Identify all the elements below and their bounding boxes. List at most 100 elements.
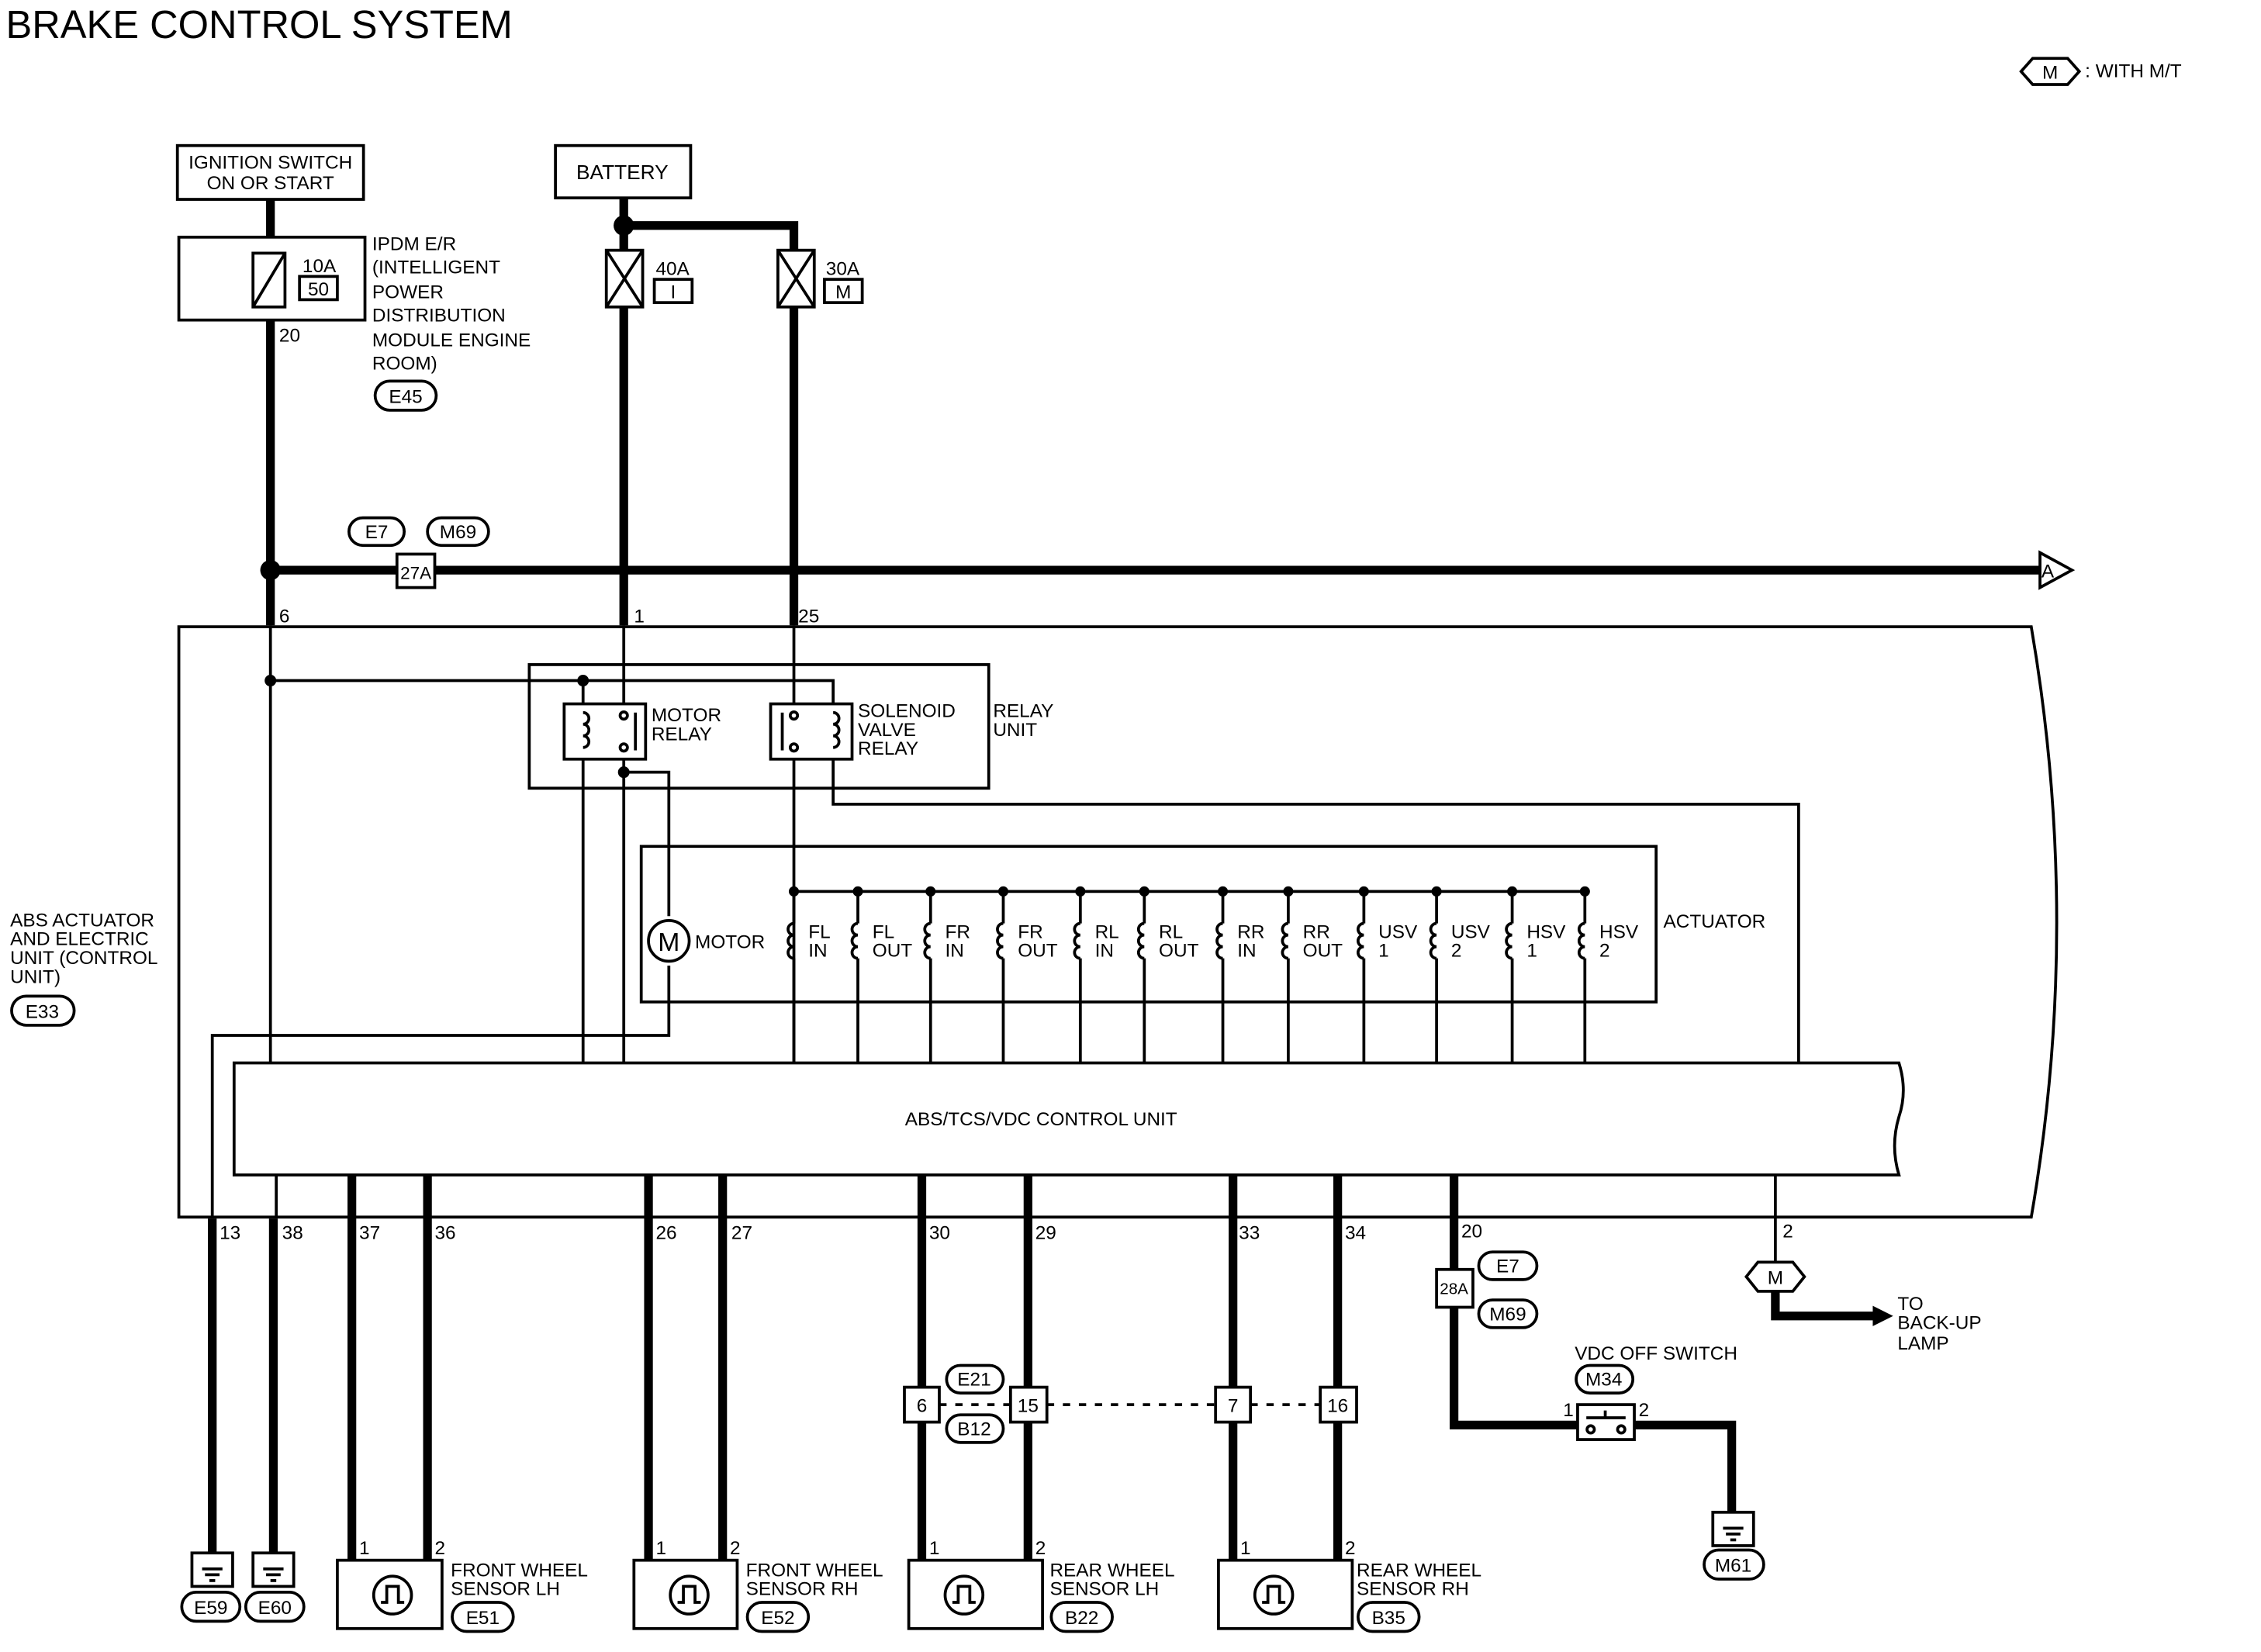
ipdm-connector: E45 [389, 386, 422, 407]
backup-wire [1771, 1291, 1876, 1321]
battery-bus-wire [619, 198, 799, 251]
valve-label-line1: RL [1095, 921, 1119, 942]
ground-m61-pill [1703, 1548, 1765, 1581]
ground-e59-label: E59 [194, 1598, 227, 1619]
sensor-name-2: SENSOR LH [451, 1579, 560, 1600]
sensor-name-2: SENSOR RH [1357, 1579, 1469, 1600]
vdc-switch-contact-2 [1616, 1424, 1627, 1435]
pulse-icon [952, 1585, 976, 1604]
legend-tag-shape [2019, 57, 2082, 86]
valve-coil-icon [787, 921, 794, 960]
valve-label-line2: 2 [1451, 941, 1462, 962]
ipdm-connector-pill [373, 379, 438, 412]
junction-conn1-pill [347, 516, 406, 548]
sensor-pin-2: 2 [435, 1538, 446, 1559]
backup-lamp-circuit: M TO BACK-UP LAMP [1744, 1174, 1982, 1354]
junction-pin-box [395, 552, 437, 589]
abs-desc-2: AND ELECTRIC [10, 929, 149, 950]
ground-m61: M61 [1703, 1510, 1765, 1581]
valve-label-line2: OUT [1159, 941, 1199, 962]
abs-top-pin-1: 1 [634, 607, 645, 627]
valve-label-line1: FL [808, 921, 830, 942]
valve-coil-icon [1429, 921, 1437, 960]
sensor-connector-pill [451, 1601, 515, 1633]
abs-connector: E33 [26, 1001, 59, 1022]
vdc-switch-contact-1 [1585, 1424, 1596, 1435]
fuse-40a-tag-box [652, 278, 694, 305]
vdc-off-circuit: 28A E7 M69 VDC OFF SWITCH M34 1 2 M61 [1435, 1174, 1765, 1581]
motor-relay-label-1: MOTOR [652, 705, 721, 726]
sensor-connector-pill [745, 1601, 811, 1633]
rear-joint: 6 15 7 16 E21 B12 [903, 1363, 1358, 1444]
motor-feed-wire [624, 770, 671, 917]
relay-coil-feed-wire [270, 679, 835, 710]
backup-tag-shape [1744, 1260, 1806, 1293]
abs-desc-4: UNIT) [10, 966, 61, 987]
sensor-name-1: FRONT WHEEL [746, 1560, 883, 1581]
relay-unit-box [527, 663, 990, 790]
ipdm-desc-1: IPDM E/R [372, 234, 456, 255]
motor-relay-rect [562, 702, 648, 761]
joint-pin-16: 16 [1327, 1395, 1348, 1416]
solenoid-valve-relay: SOLENOID VALVE RELAY [769, 700, 956, 761]
valve-label-line1: USV [1451, 921, 1491, 942]
valve-coil-icon [1137, 921, 1145, 960]
ground-e60-pill [244, 1591, 306, 1623]
pin-2: 2 [1782, 1222, 1793, 1242]
valve-coil-icon [850, 921, 859, 960]
solenoid-relay-coil [832, 710, 841, 749]
sensor-pin-1: 1 [929, 1538, 940, 1559]
bottom-pin-labels: 13 38 37 36 26 27 30 29 33 34 20 2 [220, 1222, 1793, 1244]
sensor-icon-circle [943, 1574, 985, 1616]
motor-relay-coil [583, 710, 591, 749]
joint-pin-15-box [1008, 1385, 1049, 1424]
sensor-icon-circle [669, 1574, 710, 1616]
valve-label-line1: HSV [1526, 921, 1566, 942]
vdc-wire-to-ground [1634, 1420, 1737, 1512]
sensor-pin-1: 1 [655, 1538, 666, 1559]
pulse-icon [677, 1585, 701, 1604]
joint-pin-16-box [1319, 1385, 1358, 1424]
joint-pin-6-box [903, 1385, 941, 1424]
ipdm-desc-5: MODULE ENGINE [372, 330, 531, 351]
sensor-pin-1: 1 [1240, 1538, 1251, 1559]
arrow-a-shape [2038, 550, 2076, 590]
sensor-icon-circle [372, 1574, 413, 1616]
abs-unit-outline [177, 625, 2059, 1219]
backup-text-2: BACK-UP [1897, 1313, 1981, 1334]
pin-26: 26 [655, 1222, 676, 1243]
abs-desc-1: ABS ACTUATOR [10, 910, 154, 931]
relay-unit-label-2: UNIT [993, 720, 1037, 741]
battery-label: BATTERY [576, 161, 669, 184]
sensor-connector: B35 [1372, 1608, 1405, 1629]
actuator-label: ACTUATOR [1664, 911, 1766, 932]
vdc-conn2-pill [1477, 1298, 1539, 1329]
joint-conn2: B12 [957, 1419, 990, 1439]
motor: M MOTOR [647, 918, 765, 963]
pin-29: 29 [1035, 1222, 1056, 1243]
vdc-switch-conn: M34 [1585, 1370, 1622, 1391]
motor-circle [647, 918, 691, 963]
ipdm-fuse-no-box [298, 275, 339, 302]
arrow-a-label: A [2041, 561, 2055, 582]
ipdm-module: 10A 50 20 IPDM E/R (INTELLIGENT POWER DI… [177, 234, 531, 412]
ipdm-pin: 20 [279, 326, 300, 347]
junction-pin: 27A [400, 563, 431, 582]
sensor-name-1: REAR WHEEL [1049, 1560, 1174, 1581]
pin-34: 34 [1345, 1222, 1366, 1243]
ipdm-desc-4: DISTRIBUTION [372, 306, 506, 327]
pin-33: 33 [1239, 1222, 1260, 1243]
motor-relay-contact-2 [618, 742, 629, 753]
sensor-connector: E52 [761, 1608, 794, 1629]
solenoid-relay-label-3: RELAY [858, 738, 918, 759]
ignition-switch-rect [175, 143, 365, 201]
fuse-30a-tag-box [823, 278, 864, 305]
battery-box: BATTERY [554, 143, 693, 200]
pin-13: 13 [220, 1222, 240, 1243]
sensor-icon-circle [1253, 1574, 1295, 1616]
solenoid-relay-contact-2 [788, 742, 800, 753]
top-junction: 27A E7 M69 A [260, 516, 2076, 590]
ipdm-desc-3: POWER [372, 282, 444, 303]
ground-e60: E60 [244, 1551, 306, 1623]
